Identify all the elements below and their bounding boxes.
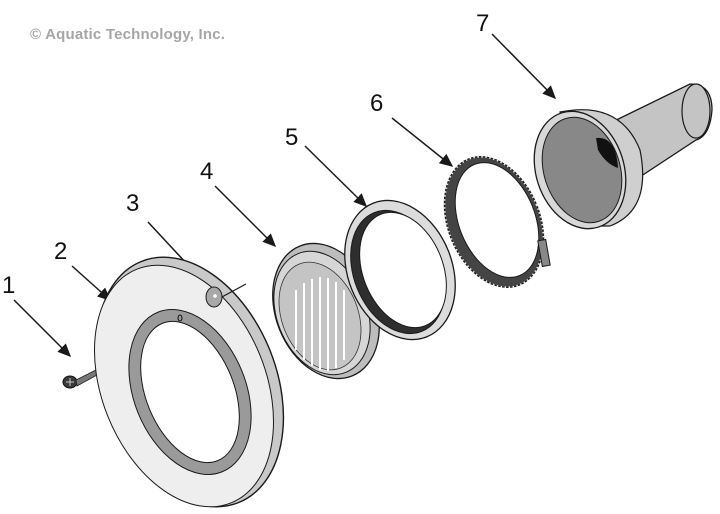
callout-4: 4 <box>200 158 214 185</box>
callout-5: 5 <box>285 124 299 151</box>
callout-6: 6 <box>370 90 384 117</box>
part-2-face-ring <box>94 256 285 508</box>
callout-3: 3 <box>126 190 140 217</box>
part-7-niche-housing <box>533 83 713 230</box>
copyright-notice: © Aquatic Technology, Inc. <box>30 26 226 43</box>
part-3-washer <box>205 283 247 308</box>
callout-2: 2 <box>54 238 68 265</box>
part-6-clamp-ring <box>443 155 551 289</box>
part-5-gasket-ring <box>344 199 456 341</box>
callout-7: 7 <box>476 10 490 37</box>
callout-1: 1 <box>2 272 16 299</box>
